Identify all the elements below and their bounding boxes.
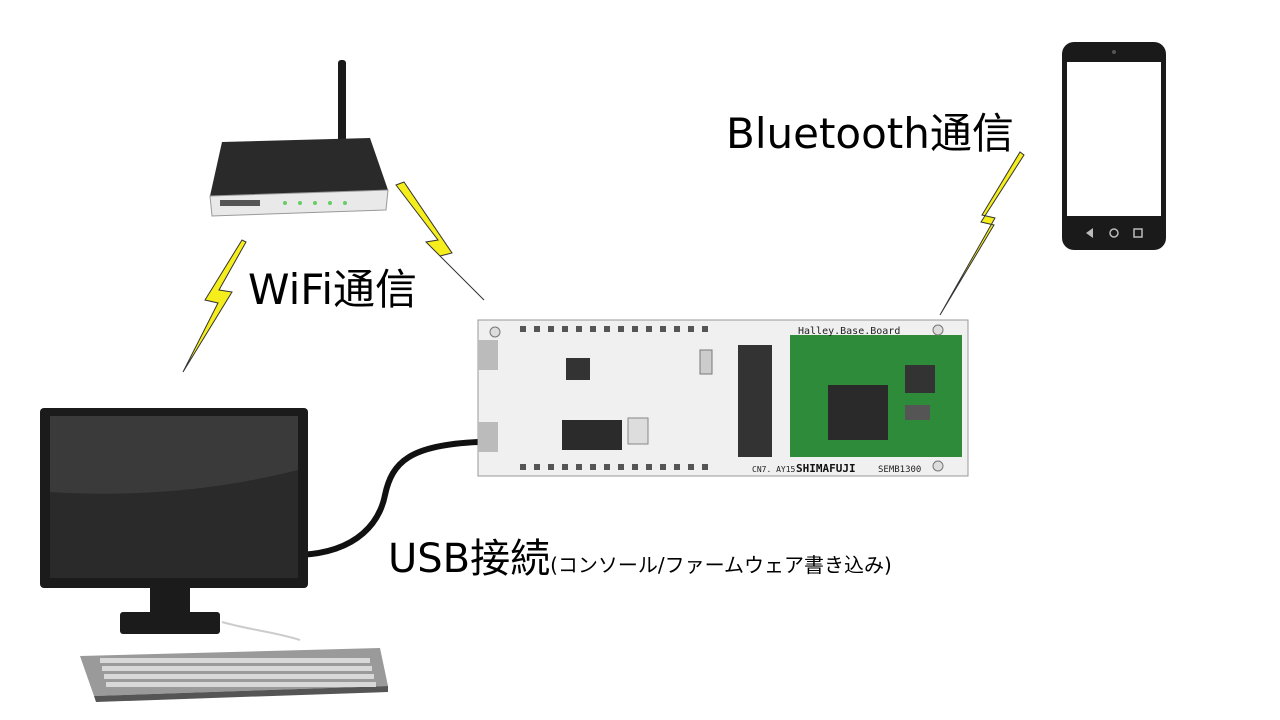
board-code: CN7. AY15 xyxy=(752,465,796,474)
wifi-lightning-left-icon xyxy=(182,239,247,373)
usb-label: USB接続(コンソール/ファームウェア書き込み) xyxy=(388,526,892,584)
wifi-lightning-right-icon xyxy=(395,181,485,301)
pc-monitor-icon xyxy=(40,408,308,641)
usb-cable xyxy=(299,439,479,558)
bluetooth-label: Bluetooth通信 xyxy=(726,109,1014,158)
usb-label-main: USB接続 xyxy=(388,536,551,582)
board-title: Halley.Base.Board xyxy=(798,326,900,337)
circuit-board: Halley.Base.Board CN7. AY15 SHIMAFUJI SE… xyxy=(477,319,969,477)
wifi-label: WiFi通信 xyxy=(248,265,418,314)
keyboard-icon xyxy=(80,648,388,702)
usb-label-sub: (コンソール/ファームウェア書き込み) xyxy=(550,553,892,577)
wifi-router-icon xyxy=(209,60,389,217)
smartphone-icon xyxy=(1062,42,1166,250)
board-brand: SHIMAFUJI xyxy=(796,462,856,475)
board-model: SEMB1300 xyxy=(878,465,921,475)
bluetooth-lightning-icon xyxy=(939,151,1025,316)
